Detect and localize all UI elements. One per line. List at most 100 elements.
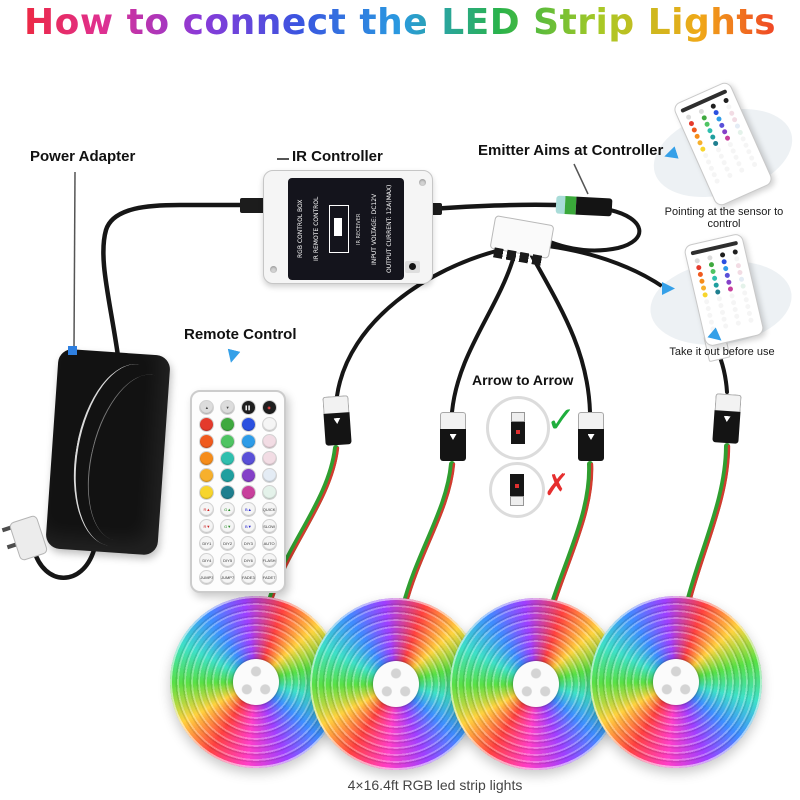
reel-hub (513, 661, 559, 707)
mini-remote-button (735, 262, 742, 269)
mini-remote-button (738, 166, 746, 174)
mini-remote-button (735, 320, 742, 327)
mini-remote-button (732, 306, 739, 313)
remote-button: FLASH (261, 553, 277, 568)
mini-remote-button (718, 121, 726, 129)
splitter-wire-2 (450, 254, 516, 414)
remote-button (220, 417, 236, 432)
strip-connector-3 (578, 412, 604, 461)
remote-button (220, 485, 236, 500)
emitter-label: Emitter Aims at Controller (478, 142, 664, 159)
remote-button: B▲ (240, 502, 256, 517)
remote-button (261, 451, 277, 466)
remote-button: DIY5 (220, 553, 236, 568)
mini-remote-button (702, 152, 710, 159)
mini-remote-button (697, 108, 705, 115)
remote-button: DIY4 (199, 553, 215, 568)
emitter-body (575, 196, 613, 217)
mini-remote-button (728, 110, 735, 117)
reel-hub (373, 661, 419, 707)
controller-spec-label: RGB CONTROL BOX IR REMOTE CONTROL IR REC… (288, 178, 404, 280)
mini-remote-button (747, 317, 754, 324)
mini-remote-button (715, 115, 723, 123)
mini-remote-button (706, 254, 713, 261)
mini-remote-button (717, 302, 724, 309)
emitter-pointer-line (573, 163, 589, 195)
mini-remote-button (714, 177, 721, 185)
mini-remote-button (696, 139, 704, 146)
mini-remote-button (743, 296, 750, 303)
connector-clip-body (323, 412, 352, 446)
ir-controller-pointer-dash (277, 158, 289, 160)
controller-spec-line: IR REMOTE CONTROL (313, 196, 321, 262)
remote-button: FADE3 (240, 570, 256, 585)
wall-plug (8, 514, 49, 562)
mini-remote-button (709, 133, 716, 141)
remote-button (240, 451, 256, 466)
connector-bottom (511, 422, 525, 444)
remote-button: G▲ (220, 502, 236, 517)
mini-remote-button (721, 258, 728, 265)
ribbon-2 (401, 461, 455, 609)
mini-remote-button (694, 257, 701, 264)
mini-remote-button (730, 147, 737, 155)
mini-remote-button (719, 309, 726, 316)
mini-remote-button (717, 153, 725, 160)
mini-remote-button (685, 113, 693, 121)
adapter-pointer-dot (68, 346, 77, 355)
check-icon: ✓ (546, 400, 577, 441)
ir-receiver-label: IR RECEIVER (356, 213, 363, 245)
mini-remote-button (698, 278, 705, 285)
mini-remote-button (733, 255, 740, 262)
mini-remote-button (740, 283, 747, 290)
remote-button (240, 485, 256, 500)
mini-remote-button (722, 265, 729, 272)
mini-remote-button (748, 154, 755, 162)
mini-remote-button (711, 275, 718, 282)
mini-remote-button (714, 288, 721, 295)
remote-button (199, 434, 215, 449)
connector-clip-body (440, 429, 466, 461)
controller-output-wire (427, 202, 559, 212)
ir-controller-label: IR Controller (292, 148, 383, 165)
mini-remote-button (720, 159, 728, 167)
mini-remote-button (695, 264, 702, 271)
power-adapter-label: Power Adapter (30, 148, 136, 165)
mini-remote-button (723, 165, 731, 173)
dc-barrel-connector (240, 198, 270, 213)
connector-orientation-wrong (510, 474, 524, 506)
remote-button (199, 417, 215, 432)
remote-button: FADE7 (261, 570, 277, 585)
mini-remote-button (738, 276, 745, 283)
mini-remote-button (706, 312, 713, 319)
connector-clip-top (322, 395, 350, 414)
strip-connector-2 (440, 412, 466, 461)
mini-remote-button (733, 313, 740, 320)
remote-button: ▲ (199, 400, 215, 415)
ribbon-4-stripe (688, 444, 731, 604)
connector-orientation-correct (511, 412, 525, 444)
remote-button: DIY1 (199, 536, 215, 551)
mini-remote-button (731, 116, 738, 124)
remote-button (240, 434, 256, 449)
ribbon-2-stripe (404, 462, 456, 608)
mini-remote-button (724, 272, 731, 279)
mini-remote-button (691, 126, 698, 134)
remote-button (261, 468, 277, 483)
mini-remote-button (708, 319, 715, 326)
mini-remote-button (751, 161, 758, 168)
remote-button: R▼ (199, 519, 215, 534)
one-to-four-splitter (489, 215, 555, 259)
arrow-to-arrow-wrong-inset (489, 462, 545, 518)
mini-remote-button (724, 134, 732, 142)
remote-control-label: Remote Control (184, 326, 297, 343)
mini-remote-button (730, 299, 737, 306)
arrow-to-arrow-correct-inset (486, 396, 550, 460)
mini-remote-button (742, 142, 750, 149)
ir-emitter (555, 195, 613, 217)
remote-button: R▲ (199, 502, 215, 517)
mini-remote-button (722, 97, 730, 104)
remote-button (199, 468, 215, 483)
mini-remote-button (702, 291, 709, 298)
